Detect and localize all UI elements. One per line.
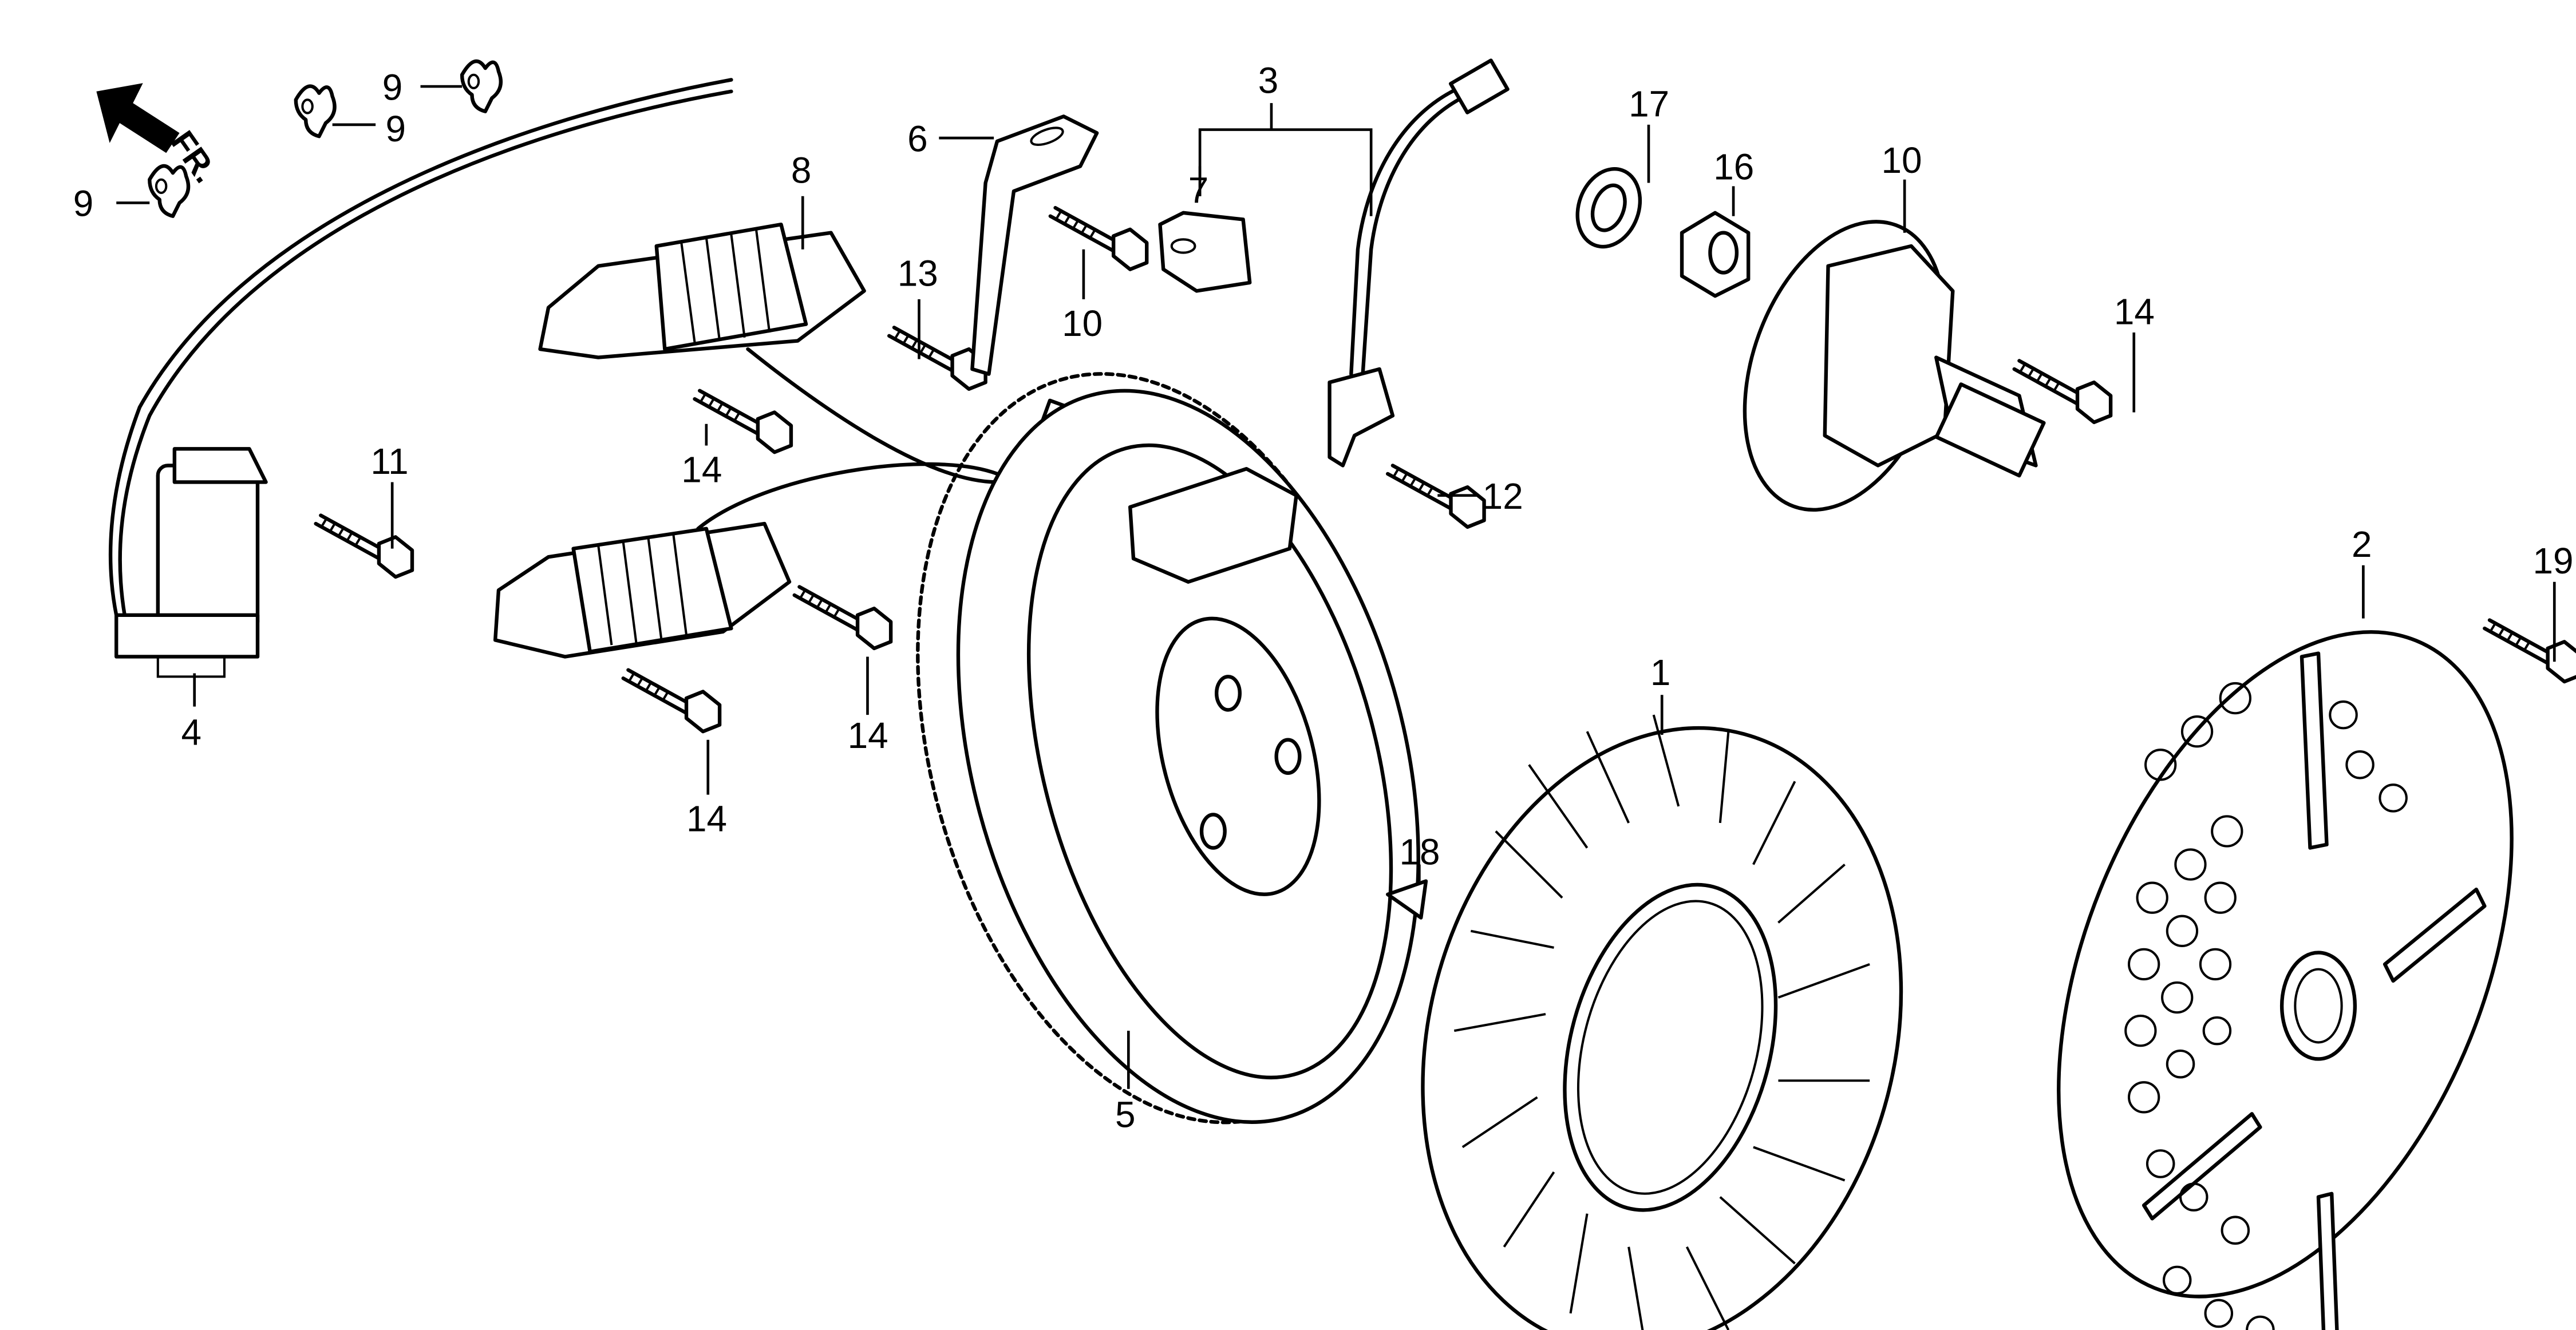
wire-clip-a [296, 86, 335, 137]
callout-5: 5 [1115, 1094, 1136, 1135]
callout-14: 14 [681, 449, 722, 490]
bolt-14-a [889, 327, 985, 389]
bolt-14-c [795, 587, 891, 648]
bolt-13 [316, 516, 412, 577]
woodruff-key [1386, 879, 1428, 920]
callout-7: 7 [1188, 169, 1209, 211]
callout-3: 3 [1258, 60, 1279, 101]
washer [1575, 167, 1642, 249]
pulser-coil [1158, 211, 1252, 293]
flywheel [916, 372, 1420, 1125]
bolt-11 [1050, 208, 1147, 269]
starter-pulley-hub [1743, 220, 2046, 512]
cooling-fan [1421, 714, 1903, 1330]
callout-9: 9 [386, 108, 406, 149]
callout-8: 8 [791, 150, 812, 191]
ignition-coil [114, 447, 268, 678]
callout-11: 10 [1062, 303, 1103, 344]
callout-4: 4 [181, 711, 202, 753]
stator-wire-harness [696, 347, 999, 531]
bolt-14-b [695, 391, 791, 452]
bolt-15 [2014, 361, 2111, 422]
callout-2: 2 [2352, 524, 2372, 565]
callout-13: 11 [370, 441, 408, 482]
callout-18: 18 [1400, 832, 1440, 873]
callout-14: 14 [848, 715, 888, 756]
callout-12: 12 [1483, 476, 1523, 517]
pulser-connector [1448, 58, 1510, 114]
charge-coil-lower [493, 521, 792, 659]
front-direction-arrow-icon [96, 83, 180, 153]
callout-10: 10 [1881, 140, 1922, 181]
charge-coil-upper [538, 222, 866, 359]
bolt-14-d [623, 670, 720, 731]
ignition-lead-wire [118, 89, 733, 618]
callout-9: 9 [73, 183, 94, 224]
wire-clip-b [462, 61, 501, 112]
callout-9: 9 [382, 66, 403, 108]
callout-14: 13 [898, 253, 938, 294]
callout-19: 19 [2533, 540, 2574, 581]
wire-clamp-bracket [970, 114, 1099, 376]
callout-14: 14 [686, 798, 727, 839]
callout-6: 6 [907, 118, 928, 159]
callout-1: 1 [1650, 652, 1671, 693]
callout-17: 17 [1629, 83, 1669, 124]
callout-15: 14 [2114, 291, 2155, 332]
bolt-19 [2484, 620, 2576, 682]
wire-clip-c [149, 166, 188, 216]
fan-cover-plate [2057, 630, 2514, 1330]
bracket-leader-3 [1198, 103, 1373, 216]
flange-nut [1680, 211, 1751, 298]
pulser-lead-wire [1361, 89, 1478, 376]
callout-16: 16 [1713, 147, 1754, 188]
pulser-terminal [1327, 367, 1395, 468]
